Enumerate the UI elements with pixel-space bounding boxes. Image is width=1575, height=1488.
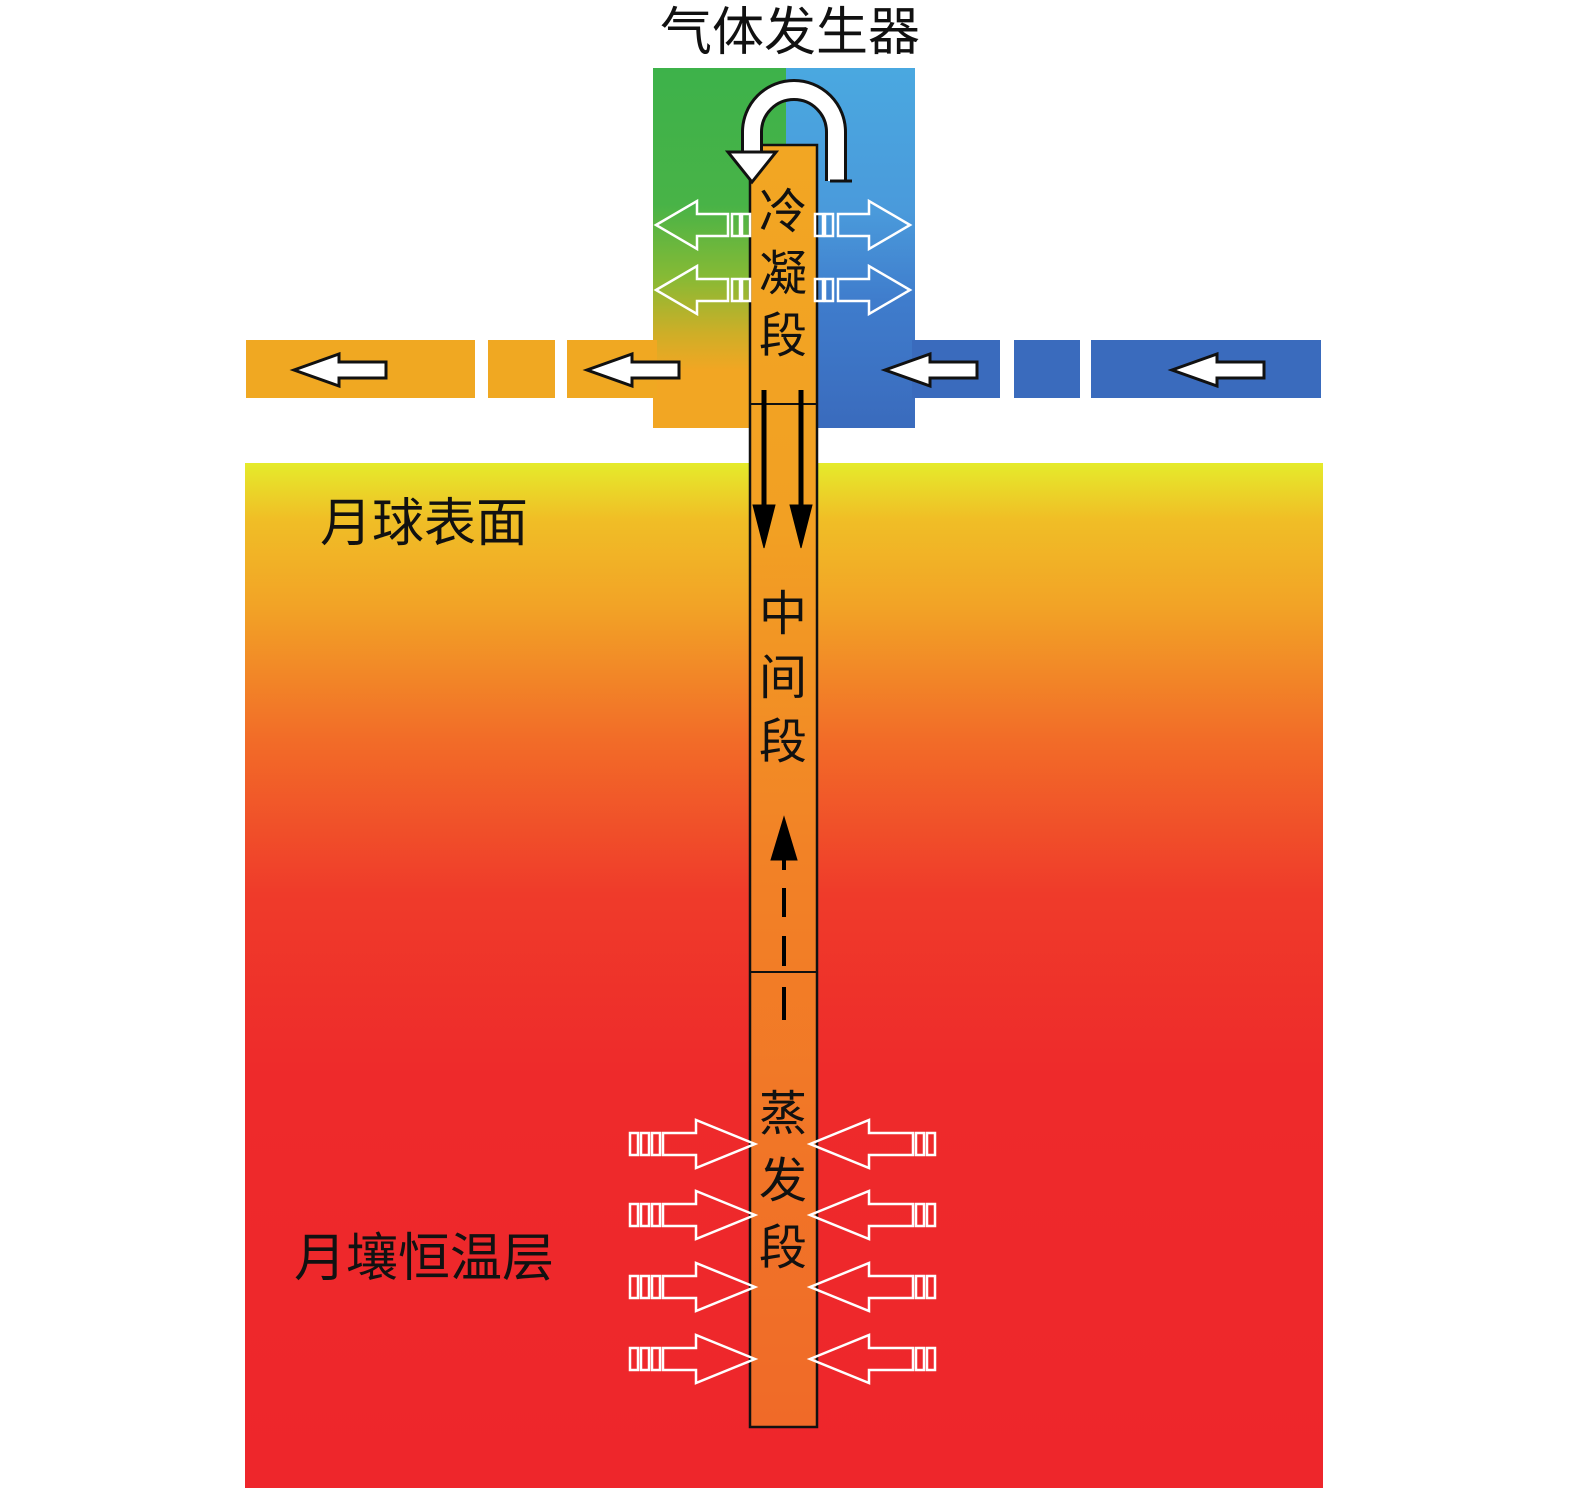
heat-in-arrow-icon bbox=[806, 1118, 937, 1170]
condenser-label-char: 冷 bbox=[759, 184, 807, 240]
heat-out-arrow-icon bbox=[653, 198, 752, 252]
heat-in-arrow-icon bbox=[628, 1333, 759, 1385]
left-arrow-icon bbox=[289, 351, 388, 389]
left-arrow-icon bbox=[880, 351, 979, 389]
heat-in-arrow-icon bbox=[806, 1261, 937, 1313]
heat-out-arrow-icon bbox=[653, 263, 752, 317]
evaporator-label-char: 发 bbox=[759, 1153, 807, 1209]
evaporator-label-char: 段 bbox=[759, 1220, 807, 1276]
left-arrow-icon bbox=[1167, 351, 1266, 389]
evaporator-label-char: 蒸 bbox=[759, 1086, 807, 1142]
regolith-layer-label: 月壤恒温层 bbox=[294, 1229, 554, 1289]
down-arrow-icon bbox=[789, 390, 813, 549]
adiabatic-label-char: 间 bbox=[759, 650, 807, 706]
heat-in-arrow-icon bbox=[628, 1118, 759, 1170]
left-arrow-icon bbox=[582, 351, 681, 389]
heat-in-arrow-icon bbox=[628, 1189, 759, 1241]
heat-in-arrow-icon bbox=[806, 1189, 937, 1241]
heat-pipe bbox=[748, 143, 819, 1429]
condenser-label-char: 段 bbox=[759, 308, 807, 364]
down-arrow-icon bbox=[752, 390, 776, 549]
adiabatic-label-char: 段 bbox=[759, 714, 807, 770]
u-turn-arrow-icon bbox=[724, 79, 852, 185]
heat-out-arrow-icon bbox=[813, 198, 913, 252]
heat-out-arrow-icon bbox=[813, 263, 913, 317]
up-dashed-arrow-icon bbox=[770, 815, 798, 1020]
adiabatic-label-char: 中 bbox=[759, 586, 807, 642]
inflow-duct-segment bbox=[1014, 340, 1080, 398]
gas-generator-label: 气体发生器 bbox=[660, 3, 920, 63]
outflow-duct-segment bbox=[488, 340, 555, 398]
heat-in-arrow-icon bbox=[806, 1333, 937, 1385]
condenser-label-char: 凝 bbox=[759, 246, 807, 302]
lunar-surface-label: 月球表面 bbox=[320, 494, 528, 554]
heat-in-arrow-icon bbox=[628, 1261, 759, 1313]
